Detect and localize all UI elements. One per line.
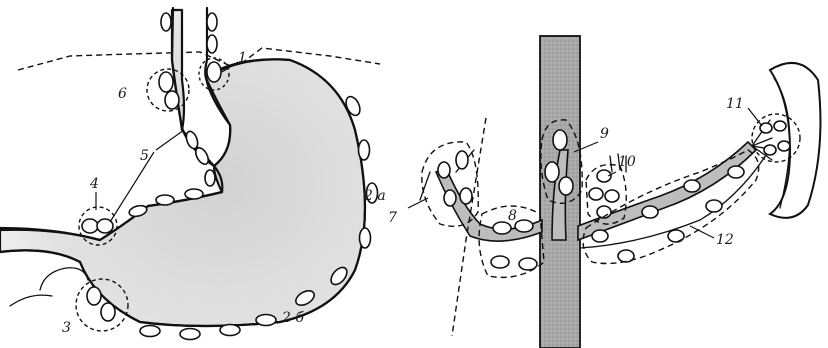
lymph-node <box>684 180 700 192</box>
lymph-node <box>764 145 776 155</box>
lymph-node <box>205 170 215 186</box>
leader-line-12 <box>690 226 714 238</box>
lymph-node <box>220 325 240 336</box>
lymph-node <box>82 219 98 233</box>
lymph-node <box>207 13 217 31</box>
lymph-node <box>706 200 722 212</box>
leader-line-7 <box>408 198 428 208</box>
splenic-artery <box>578 142 756 240</box>
lymph-node <box>193 146 211 167</box>
leader-line-11 <box>748 108 762 126</box>
lymph-node <box>592 230 608 242</box>
hepatic-branch <box>420 172 430 200</box>
lymph-node <box>760 123 772 133</box>
lymph-node <box>159 72 173 92</box>
stomach-body <box>0 10 365 326</box>
lymph-node <box>728 166 744 178</box>
lymph-node <box>553 130 567 150</box>
label-2b: 2 б <box>281 310 304 326</box>
lymph-node <box>87 287 101 305</box>
lymph-node <box>140 326 160 337</box>
label-2a: 2 а <box>363 188 386 204</box>
duodenum-curl <box>40 268 88 290</box>
stomach-diagram: 1 6 5 4 2 а 2 б 3 <box>0 8 386 340</box>
lymph-node <box>589 188 603 200</box>
lymph-node <box>491 256 509 268</box>
label-1: 1 <box>238 50 247 66</box>
lymph-node <box>256 315 276 326</box>
lymph-node <box>359 140 370 160</box>
label-7: 7 <box>388 210 397 226</box>
lymph-node <box>774 121 786 131</box>
leader-line-5a <box>156 130 184 150</box>
diaphragm-line <box>18 48 380 70</box>
lymph-node <box>360 228 371 248</box>
lymph-node <box>438 162 450 178</box>
label-4: 4 <box>89 176 99 192</box>
label-5: 5 <box>140 148 149 164</box>
label-9: 9 <box>600 126 609 142</box>
lymph-node <box>545 162 559 182</box>
label-8: 8 <box>508 208 517 224</box>
lymph-node <box>559 177 573 195</box>
lymph-node <box>184 130 200 150</box>
lymph-node <box>161 13 171 31</box>
lymph-node <box>185 189 203 199</box>
lymph-node <box>156 195 174 205</box>
label-11: 11 <box>726 96 744 112</box>
lymph-node <box>101 303 115 321</box>
lymph-node <box>456 151 468 169</box>
label-3: 3 <box>62 320 71 336</box>
lymph-node <box>515 220 533 232</box>
lymph-node <box>207 62 221 82</box>
label-10: 10 <box>618 154 636 170</box>
celiac-trunk-diagram: 7 8 9 10 11 12 <box>388 36 820 348</box>
spleen <box>770 63 820 218</box>
label-6: 6 <box>118 86 127 102</box>
lymph-node <box>180 329 200 340</box>
lymph-node <box>444 190 456 206</box>
lymph-node <box>207 35 217 53</box>
lymph-node <box>778 141 790 151</box>
lymph-node <box>605 190 619 202</box>
lymph-node <box>460 188 472 204</box>
label-12: 12 <box>716 232 734 248</box>
lymph-node <box>165 91 179 109</box>
duodenum-stub <box>10 295 52 306</box>
lymph-node <box>642 206 658 218</box>
